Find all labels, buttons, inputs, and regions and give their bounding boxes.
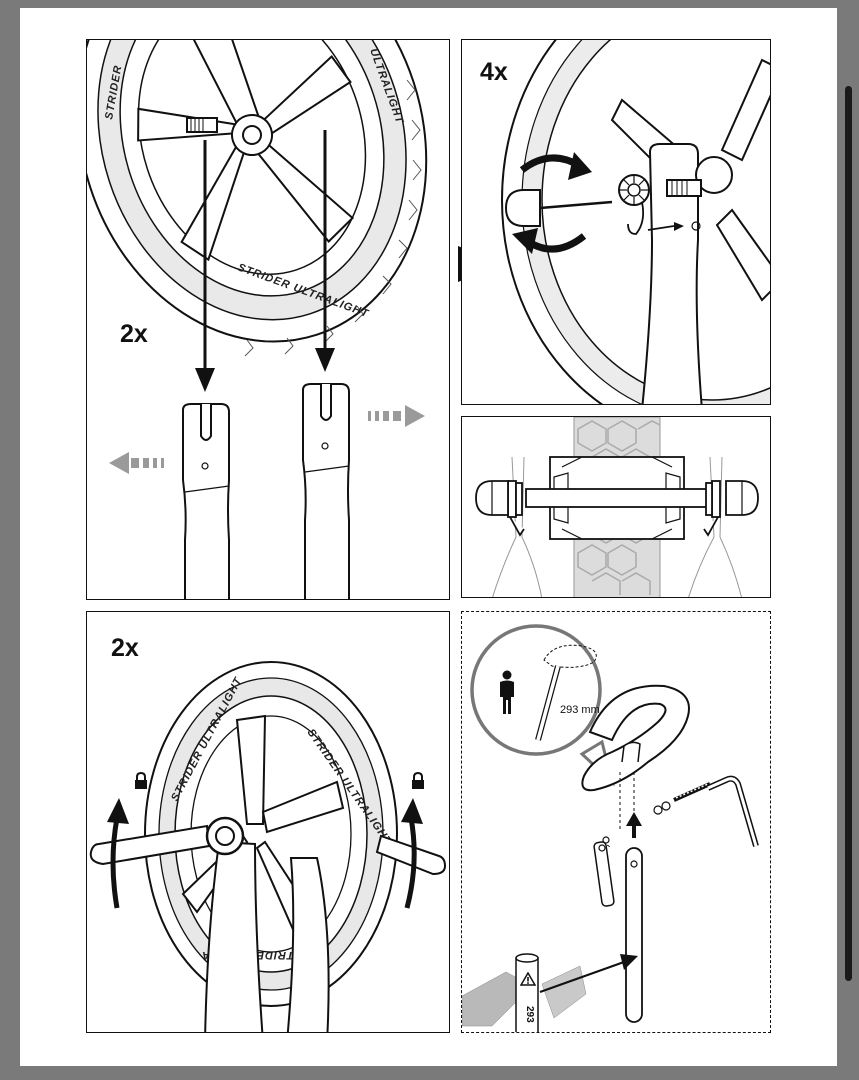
- wheel-removal-illustration: STRIDER ULTRALIGHT STRIDER ULTRALIGHT: [87, 40, 428, 599]
- person-icon: [500, 670, 514, 714]
- panel-remove-wheel: STRIDER ULTRALIGHT STRIDER ULTRALIGHT: [86, 39, 450, 600]
- seat-height-label: 293 mm: [560, 704, 600, 716]
- nut-attach-illustration: [501, 40, 770, 404]
- rotate-icon: [512, 160, 513, 161]
- warning-icon: [520, 972, 536, 986]
- scrollbar[interactable]: [845, 86, 852, 981]
- lock-icon: [412, 772, 424, 789]
- panel-attach-nut: 4x: [461, 39, 771, 405]
- panel-tighten-nuts: STRIDER ULTRALIGHT STRIDER ULTRALIGHT ST…: [86, 611, 450, 1033]
- tighten-nuts-illustration: STRIDER ULTRALIGHT STRIDER ULTRALIGHT ST…: [89, 661, 447, 1032]
- seat-post-illustration: [462, 624, 759, 1032]
- panel-seat-post: 293 mm 293: [461, 611, 771, 1033]
- step-count-label: 2x: [111, 634, 139, 662]
- step-count-label: 4x: [480, 58, 508, 86]
- lock-icon: [135, 772, 147, 789]
- step-count-label: 2x: [120, 320, 148, 348]
- axle-assembly-illustration: [475, 417, 759, 597]
- seat-post-mark: 293: [524, 1006, 535, 1023]
- panel-axle-assembly: [461, 416, 771, 598]
- instruction-page: STRIDER ULTRALIGHT STRIDER ULTRALIGHT: [20, 8, 837, 1066]
